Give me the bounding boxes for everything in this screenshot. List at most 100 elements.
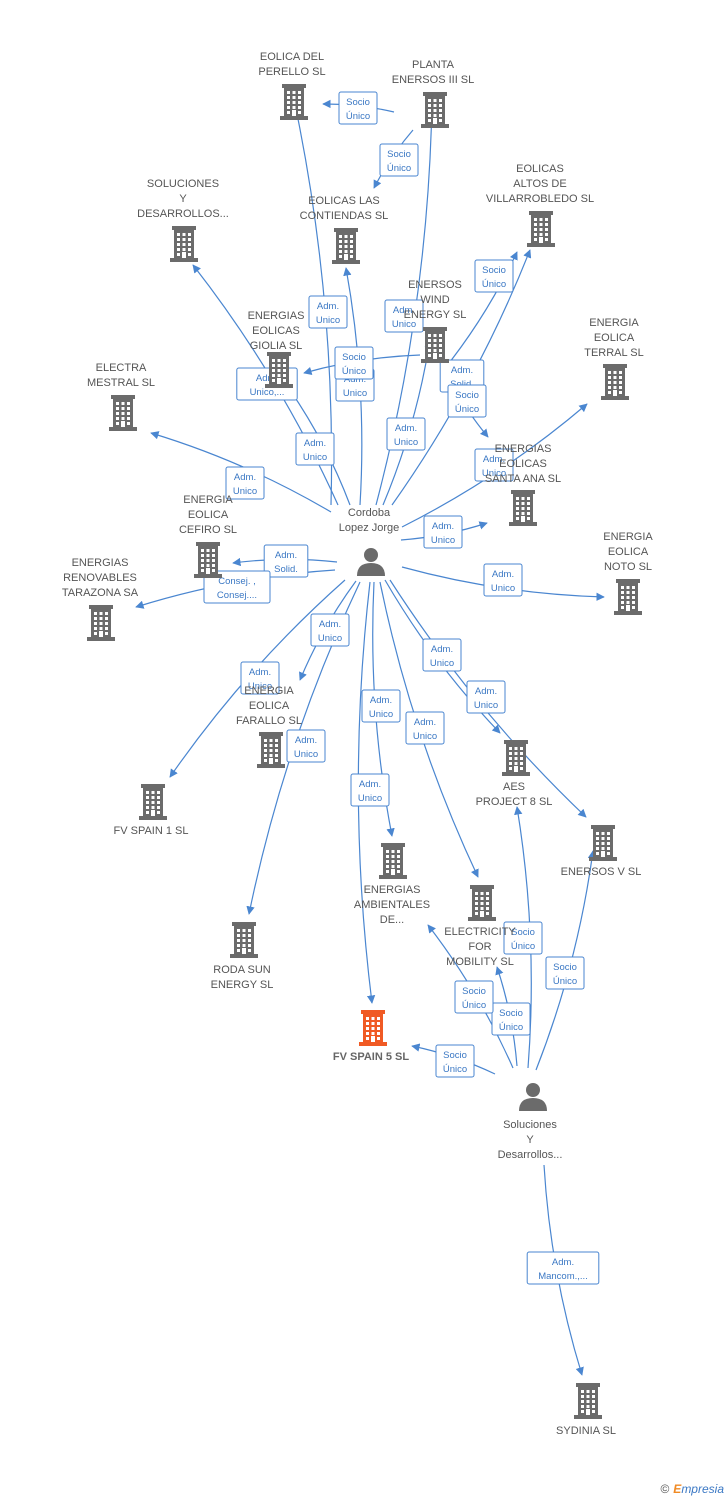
edge-label-text: Unico [392, 319, 416, 330]
edge-label[interactable]: Adm.Unico [286, 729, 326, 763]
node-label: EOLICAS [252, 325, 300, 337]
edge-label[interactable]: Adm.Unico [384, 299, 424, 333]
edge-label-text: Único [346, 111, 370, 122]
edge-label-text: Adm. [395, 423, 417, 434]
footer: ©Empresia [660, 1482, 724, 1496]
edge-label[interactable]: Adm.Unico [466, 680, 506, 714]
edge-label[interactable]: Adm.Unico [361, 689, 401, 723]
building-icon [614, 579, 642, 615]
brand-initial: E [673, 1482, 682, 1496]
edge-label-text: Socio [346, 97, 370, 108]
edge-label-text: Único [455, 404, 479, 415]
node-fv_spain_5[interactable]: FV SPAIN 5 SL [333, 1010, 409, 1063]
node-label: CEFIRO SL [179, 524, 237, 536]
node-soluciones_top[interactable]: SOLUCIONESYDESARROLLOS... [137, 178, 229, 262]
brand-logo[interactable]: Empresia [673, 1482, 724, 1496]
edge-label[interactable]: Adm.Unico [350, 773, 390, 807]
edge-label-text: Adm. [304, 438, 326, 449]
edge-label-box [545, 956, 585, 990]
building-icon [170, 226, 198, 262]
edge-label[interactable]: Adm.Unico [423, 515, 463, 549]
edge-label-text: Socio [443, 1050, 467, 1061]
edge-label-text: Solid. [274, 564, 298, 575]
edge-label[interactable]: Adm.Mancom.,... [526, 1251, 600, 1285]
edge-label[interactable]: Adm.Unico [295, 432, 335, 466]
node-label: AES [503, 781, 525, 793]
edge-label[interactable]: Adm.Unico [308, 295, 348, 329]
edge-label-box [286, 729, 326, 763]
edge-label-box [295, 432, 335, 466]
node-label: EOLICA DEL [260, 51, 324, 63]
edge-label-text: Socio [455, 390, 479, 401]
edge-label-text: Unico [413, 731, 437, 742]
edge-label-box [405, 711, 445, 745]
edge-label[interactable]: Adm.Unico [225, 466, 265, 500]
edge-label-box [361, 689, 401, 723]
edge-label-text: Adm. [256, 373, 278, 384]
edge-label[interactable]: Adm.Unico [483, 563, 523, 597]
edge-label-box [225, 466, 265, 500]
node-label: RODA SUN [213, 964, 271, 976]
node-label: SANTA ANA SL [485, 473, 561, 485]
node-label: EOLICA [249, 700, 290, 712]
edge-label[interactable]: Adm.Unico [240, 661, 280, 695]
edge-label[interactable]: Consej. ,Consej.... [203, 570, 271, 604]
node-label: Lopez Jorge [339, 522, 400, 534]
edge-label[interactable]: Adm.Unico [422, 638, 462, 672]
node-fv_spain_1[interactable]: FV SPAIN 1 SL [114, 784, 189, 837]
edge-label-text: Unico [474, 700, 498, 711]
node-energias_ambientales[interactable]: ENERGIASAMBIENTALESDE... [354, 843, 430, 926]
node-label: CONTIENDAS SL [300, 210, 389, 222]
node-label: RENOVABLES [63, 572, 137, 584]
edge-label-text: Unico [482, 468, 506, 479]
edge-label[interactable]: Adm. Unico [405, 711, 445, 745]
edge-label[interactable]: Adm.Unico [474, 448, 514, 482]
edge-label[interactable]: Adm.Unico [310, 613, 350, 647]
node-label: MESTRAL SL [87, 377, 155, 389]
building-icon [379, 843, 407, 879]
edge-label[interactable]: Adm.Unico [386, 417, 426, 451]
node-label: Y [526, 1134, 534, 1146]
building-icon [109, 395, 137, 431]
node-person_soluciones[interactable]: SolucionesYDesarrollos... [498, 1083, 563, 1161]
node-label: GIOLIA SL [250, 340, 303, 352]
edge-label[interactable]: Adm.Solid. [263, 544, 309, 578]
edge-label-text: Adm. [414, 717, 436, 728]
edge-label-text: Adm. [319, 619, 341, 630]
node-sydinia[interactable]: SYDINIA SL [556, 1383, 616, 1437]
edge-label-box [384, 299, 424, 333]
node-label: SOLUCIONES [147, 178, 219, 190]
node-enersos_v[interactable]: ENERSOS V SL [561, 825, 642, 878]
edge-label-text: Único [443, 1064, 467, 1075]
edge-label-box [386, 417, 426, 451]
edge-label-box [240, 661, 280, 695]
